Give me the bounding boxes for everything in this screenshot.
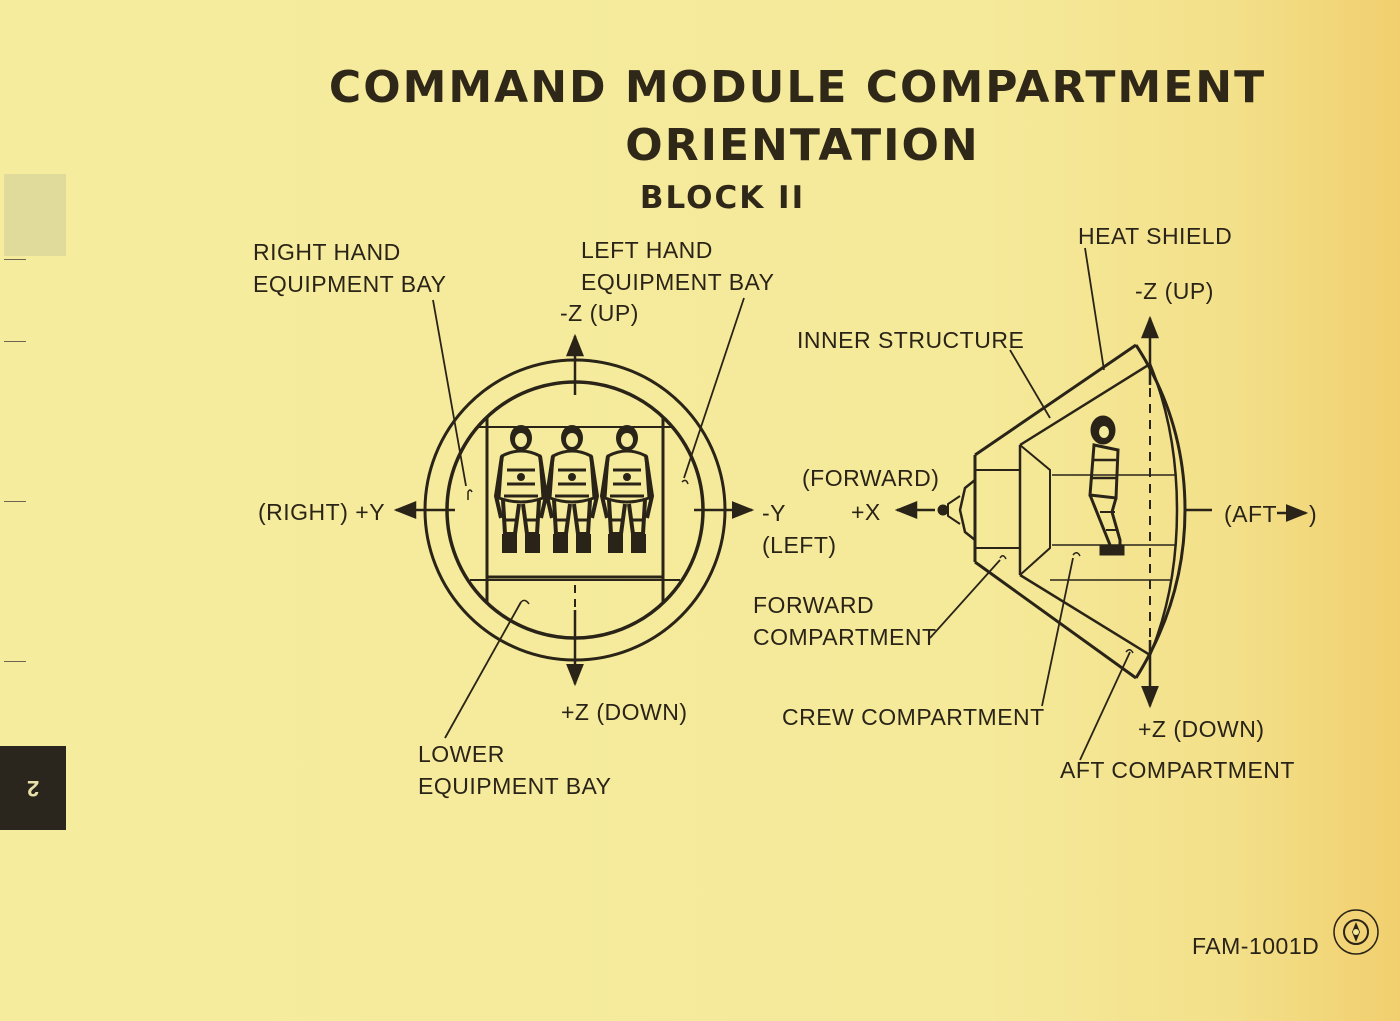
axis-label-left-word: (LEFT)	[762, 532, 837, 558]
leader-lines-right	[929, 247, 1131, 761]
axis-label-forward-word: (FORWARD)	[802, 465, 940, 491]
inner-cone	[1019, 362, 1151, 657]
heat-shield-label: HEAT SHIELD	[1078, 223, 1233, 249]
margin-tick	[4, 661, 26, 662]
crew-compartment-label: CREW COMPARTMENT	[782, 704, 1045, 730]
inner-structure-label: INNER STRUCTURE	[797, 327, 1025, 353]
astronaut-left	[494, 423, 548, 554]
axis-label-minus-y: -Y	[762, 500, 786, 526]
aft-compartment-label: AFT COMPARTMENT	[1060, 757, 1295, 783]
docking-probe	[958, 479, 976, 541]
axis-label-up-right: -Z (UP)	[1135, 278, 1214, 304]
page-number-tab: 2	[0, 746, 66, 830]
page-title-line1: COMMAND MODULE COMPARTMENT	[328, 62, 1267, 113]
axis-label-aft-close: )	[1309, 501, 1318, 527]
lower-bay-line1: LOWER	[418, 741, 505, 767]
right-hand-bay-line1: RIGHT HAND	[253, 239, 401, 265]
margin-tick	[4, 501, 26, 502]
right-hand-bay-line2: EQUIPMENT BAY	[253, 271, 447, 297]
forward-tunnel	[1019, 444, 1051, 576]
astronaut-figures	[494, 423, 654, 554]
couch-frame	[485, 417, 665, 602]
margin-tick	[4, 259, 26, 260]
seated-astronaut	[1088, 415, 1125, 556]
astronaut-center	[545, 423, 599, 554]
axis-label-aft: (AFT	[1224, 501, 1278, 527]
forward-compartment-line2: COMPARTMENT	[753, 624, 937, 650]
axis-label-down-right: +Z (DOWN)	[1138, 716, 1265, 742]
left-hand-bay-line2: EQUIPMENT BAY	[581, 269, 775, 295]
apollo-training-seal-icon	[1333, 909, 1379, 955]
margin-tick	[4, 341, 26, 342]
axis-label-right-y: (RIGHT) +Y	[258, 499, 386, 525]
axis-label-up-left: -Z (UP)	[560, 300, 639, 326]
left-hand-bay-line1: LEFT HAND	[581, 237, 713, 263]
lower-bay-line2: EQUIPMENT BAY	[418, 773, 612, 799]
page-subtitle: BLOCK II	[639, 180, 806, 216]
page-title-line2: ORIENTATION	[625, 120, 980, 171]
axis-label-down-left: +Z (DOWN)	[561, 699, 688, 725]
document-number: FAM-1001D	[1192, 933, 1320, 959]
astronaut-right	[600, 423, 654, 554]
outer-cone	[974, 343, 1137, 680]
bleed-through-patch	[4, 174, 66, 256]
side-profile-view	[937, 343, 1187, 680]
leader-lines-left	[432, 297, 745, 739]
forward-compartment-line1: FORWARD	[753, 592, 875, 618]
axis-label-plus-x: +X	[851, 499, 881, 525]
